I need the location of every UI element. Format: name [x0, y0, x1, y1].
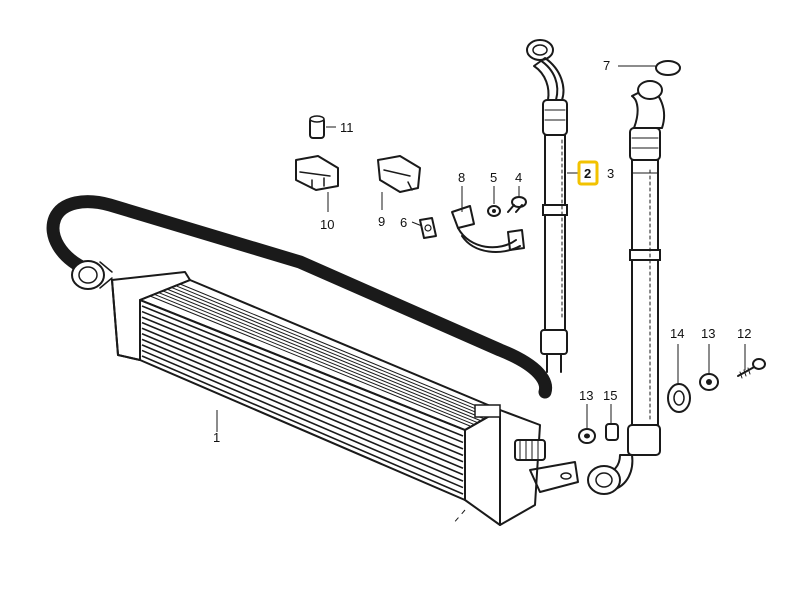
cooler-outlet-fitting: [514, 439, 579, 493]
cooler-fins: [141, 283, 497, 495]
sleeve-part-11: [309, 115, 325, 139]
cooler-fin-line: [141, 349, 464, 489]
cooler-fin-line: [141, 333, 464, 469]
washer-part-13b: [699, 373, 719, 391]
label-part-3[interactable]: 3: [607, 166, 614, 181]
label-part-8[interactable]: 8: [458, 170, 465, 185]
label-part-7[interactable]: 7: [603, 58, 610, 73]
cooler-fin-line: [141, 316, 464, 450]
label-part-5[interactable]: 5: [490, 170, 497, 185]
washer-part-5: [487, 205, 501, 217]
grommet-part-14: [667, 383, 691, 413]
label-part-14[interactable]: 14: [670, 326, 684, 341]
oil-hose-3: [587, 60, 681, 495]
cooler-top-fin-line: [158, 292, 478, 424]
oil-return-pipe: [46, 195, 553, 399]
pin-part-15: [605, 423, 619, 441]
label-part-6[interactable]: 6: [400, 215, 407, 230]
cooler-top-fin-line: [149, 295, 471, 427]
cooler-fin-line: [141, 344, 464, 482]
label-part-13b[interactable]: 13: [701, 326, 715, 341]
leader-lines: [216, 65, 746, 432]
label-part-1[interactable]: 1: [213, 430, 220, 445]
cooler-fin-line: [141, 305, 464, 437]
bolt-part-4: [507, 196, 527, 213]
label-part-13a[interactable]: 13: [579, 388, 593, 403]
cooler-top-fin-line: [162, 290, 482, 422]
cooler-top-fin-line: [154, 293, 474, 425]
label-part-2[interactable]: 2: [584, 166, 591, 181]
cooler-top-fin-line: [171, 286, 489, 418]
label-part-12[interactable]: 12: [737, 326, 751, 341]
cooler-fin-line: [141, 321, 464, 457]
cooler-top-fin-line: [179, 283, 497, 415]
cooler-top-fin-line: [166, 288, 486, 420]
washer-part-13a: [578, 428, 596, 444]
oil-cooler: [111, 271, 579, 526]
cooler-fin-line: [141, 327, 464, 463]
bracket-part-10: [295, 155, 339, 191]
pipe-nut-fitting: [71, 260, 113, 290]
label-part-9[interactable]: 9: [378, 214, 385, 229]
label-part-10[interactable]: 10: [320, 217, 334, 232]
cooler-top-fin-line: [175, 285, 493, 417]
cooler-fin-line: [141, 310, 464, 444]
nut-part-6: [419, 217, 437, 239]
label-part-11[interactable]: 11: [340, 120, 354, 135]
hose-clamp-part-8: [451, 205, 525, 253]
oil-hose-2: [526, 39, 568, 373]
clamp-part-9: [377, 155, 421, 193]
label-part-4[interactable]: 4: [515, 170, 522, 185]
screw-part-12: [737, 358, 766, 379]
label-part-15[interactable]: 15: [603, 388, 617, 403]
highlight-box: [577, 160, 599, 186]
cooler-fin-line: [141, 338, 464, 476]
cooler-fin-line: [141, 355, 464, 495]
